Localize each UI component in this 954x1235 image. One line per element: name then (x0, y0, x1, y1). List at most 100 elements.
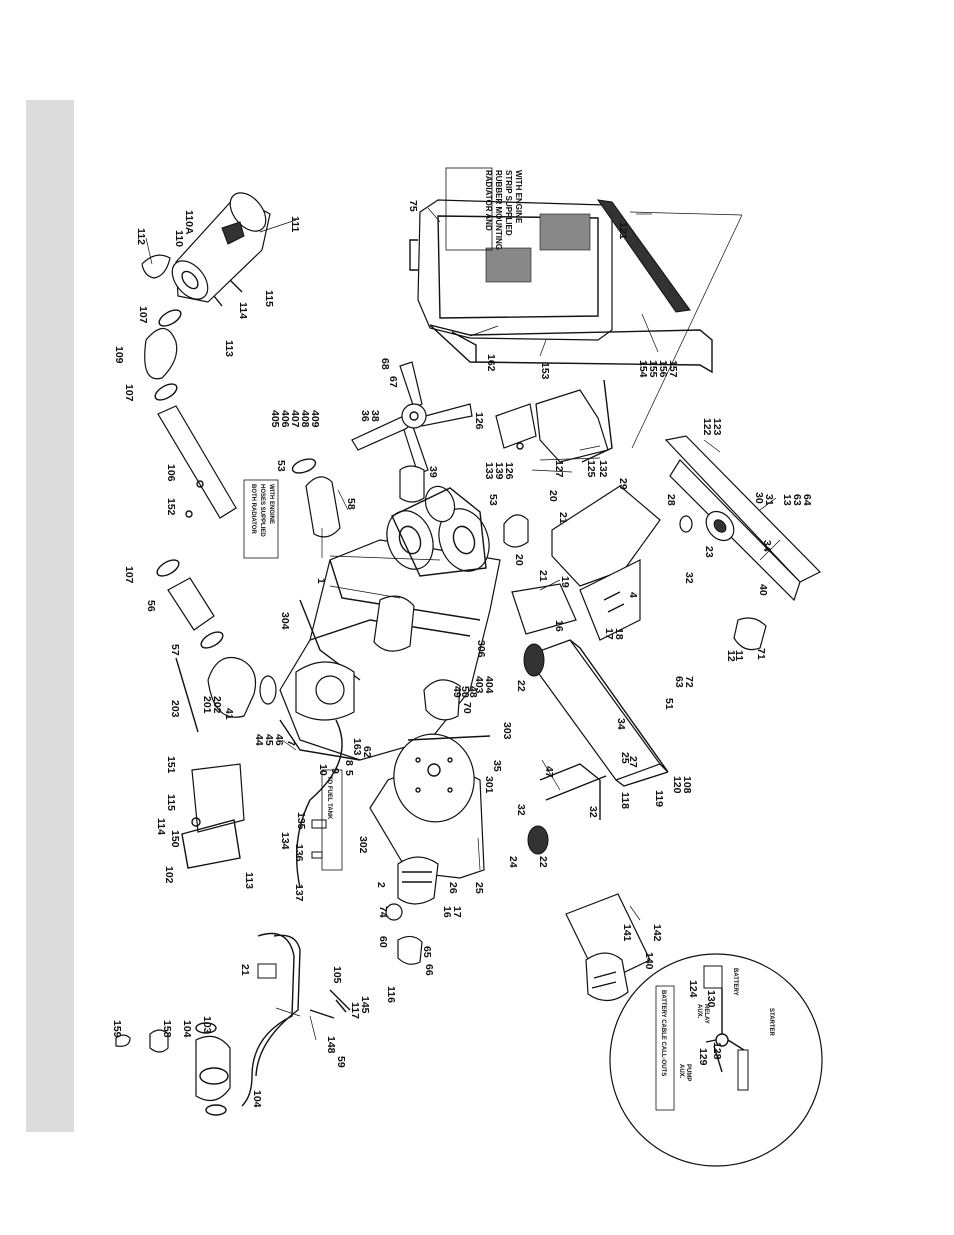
callout-118: 118 (619, 792, 631, 809)
callout-2: 2 (375, 882, 387, 888)
callout-405: 405 (269, 410, 281, 428)
callout-121: 121 (617, 222, 629, 240)
callout-404: 404 (483, 676, 495, 694)
callout-21-c: 21 (239, 964, 251, 976)
callout-408: 408 (299, 410, 311, 428)
radiator-note: RADIATOR AND RUBBER MOUNTING STRIP SUPPL… (484, 170, 523, 250)
callout-123: 123 (711, 418, 723, 436)
callout-45: 45 (263, 734, 275, 746)
callout-50: 50 (459, 686, 471, 698)
cap-158 (149, 1029, 169, 1053)
battery-inset: BATTERY CABLE CALL-OUTS BATTERY AUX. REL… (609, 953, 823, 1167)
callout-304: 304 (279, 612, 291, 630)
callout-133: 133 (483, 462, 495, 480)
isolator-22b (527, 825, 549, 855)
callout-104-b: 104 (251, 1090, 263, 1108)
hose-109 (144, 327, 178, 380)
callout-132: 132 (597, 460, 609, 478)
callout-32-c: 32 (587, 806, 599, 818)
callout-145: 145 (359, 996, 371, 1014)
callout-152: 152 (165, 498, 177, 516)
callout-159: 159 (111, 1020, 123, 1038)
callout-407: 407 (289, 410, 301, 428)
callout-126-b: 126 (503, 462, 515, 480)
callout-25-a: 25 (619, 752, 631, 764)
callout-302: 302 (357, 836, 369, 854)
callout-36: 36 (359, 410, 371, 422)
callout-108: 108 (681, 776, 693, 794)
callout-134: 134 (279, 832, 291, 850)
callout-29: 29 (617, 478, 629, 490)
callout-22-b: 22 (537, 856, 549, 868)
callout-139: 139 (493, 462, 505, 480)
fuel-fitting-134 (311, 819, 327, 859)
cross-member-51 (525, 639, 669, 787)
callout-71: 71 (755, 648, 767, 660)
svg-text:WITH ENGINE: WITH ENGINE (268, 484, 274, 524)
callout-1: 1 (315, 578, 327, 584)
callout-110: 110 (173, 230, 185, 247)
svg-text:RADIATOR AND: RADIATOR AND (484, 170, 493, 231)
callout-7: 7 (285, 740, 297, 746)
callout-110A: 110A (183, 210, 195, 235)
svg-text:WITH ENGINE: WITH ENGINE (514, 170, 523, 224)
callout-151: 151 (165, 756, 177, 774)
callout-68: 68 (379, 358, 391, 370)
svg-text:RELAY: RELAY (703, 1004, 709, 1024)
callout-135: 135 (295, 812, 307, 830)
callout-16-b: 16 (441, 906, 453, 918)
battery-symbol (703, 965, 723, 989)
cable-303 (407, 735, 491, 741)
fan-36 (351, 361, 473, 475)
callout-53-b: 53 (487, 494, 499, 506)
callout-137: 137 (293, 884, 305, 902)
muffler-103 (195, 1035, 231, 1102)
callout-107-a: 107 (137, 306, 149, 324)
leader-lines (145, 207, 781, 1041)
callout-119: 119 (653, 790, 665, 807)
callout-158: 158 (161, 1020, 173, 1038)
callout-28: 28 (665, 494, 677, 506)
callout-406: 406 (279, 410, 291, 428)
callout-107-b: 107 (123, 384, 135, 402)
svg-text:129: 129 (697, 1048, 709, 1066)
callout-25-b: 25 (473, 882, 485, 894)
svg-text:AUX.: AUX. (678, 1064, 684, 1079)
svg-text:PUMP: PUMP (685, 1064, 691, 1081)
callout-117: 117 (349, 1002, 361, 1019)
callout-150: 150 (169, 830, 181, 848)
svg-text:130: 130 (705, 990, 717, 1008)
side-tab (26, 100, 74, 1132)
callout-103: 103 (201, 1016, 213, 1034)
svg-text:AUX.: AUX. (696, 1004, 702, 1019)
svg-text:HOSES SUPPLIED: HOSES SUPPLIED (259, 484, 265, 537)
callout-62: 62 (361, 746, 373, 758)
callout-113-a: 113 (223, 340, 235, 357)
callout-57: 57 (169, 644, 181, 656)
callout-31: 31 (763, 494, 775, 506)
callout-65: 65 (421, 946, 433, 958)
callout-136: 136 (293, 844, 305, 862)
callout-63-a: 63 (791, 494, 803, 506)
hose-56 (167, 577, 215, 631)
callout-306: 306 (475, 640, 487, 658)
callout-67: 67 (387, 376, 399, 388)
callout-19: 19 (559, 576, 571, 588)
callout-162: 162 (485, 354, 497, 372)
callout-26: 26 (447, 882, 459, 894)
callout-48: 48 (467, 686, 479, 698)
callout-24: 24 (507, 856, 519, 868)
callout-5: 5 (343, 770, 355, 776)
callout-301: 301 (483, 776, 495, 794)
cap-159 (115, 1034, 131, 1047)
svg-text:STRIP SUPPLIED: STRIP SUPPLIED (504, 170, 513, 236)
callout-201: 201 (201, 696, 213, 714)
engine-block (279, 539, 501, 761)
callout-16-a: 16 (553, 620, 565, 632)
callout-153: 153 (539, 362, 551, 380)
callout-44: 44 (253, 734, 265, 746)
callout-56: 56 (145, 600, 157, 612)
callout-72: 72 (683, 676, 695, 688)
fuel-tank-label: TO FUEL TANK (326, 776, 332, 820)
